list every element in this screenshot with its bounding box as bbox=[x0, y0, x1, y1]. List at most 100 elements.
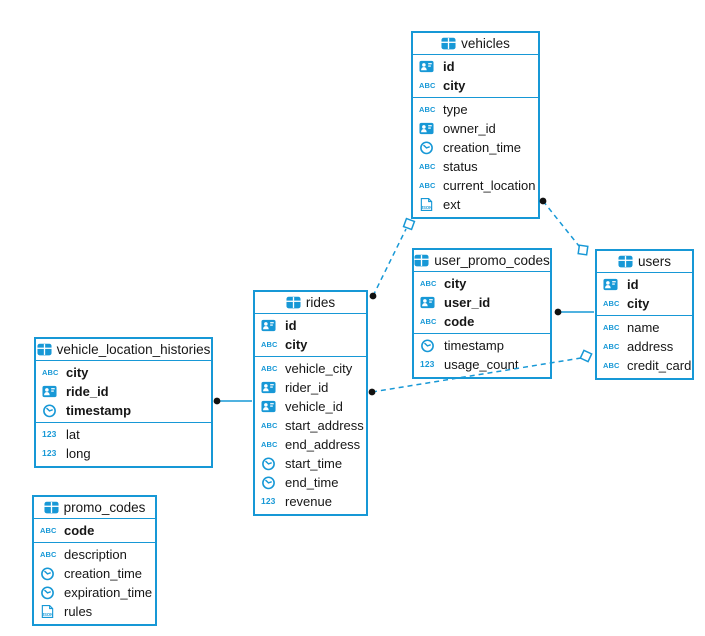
connector-dot-endpoint bbox=[554, 308, 562, 316]
abc-icon: ABC bbox=[419, 180, 436, 190]
field-label: creation_time bbox=[64, 566, 143, 581]
abc-icon: ABC bbox=[420, 316, 437, 326]
field-label: credit_card bbox=[627, 358, 692, 373]
field-row-users-id[interactable]: id bbox=[597, 275, 692, 294]
relationship-rides-vehicles[interactable] bbox=[369, 217, 416, 300]
id-card-icon bbox=[261, 380, 280, 395]
clock-icon bbox=[419, 140, 438, 155]
field-row-vehicles-ext[interactable]: JSON ext bbox=[413, 195, 538, 214]
json-icon: JSON bbox=[40, 604, 59, 619]
field-label: timestamp bbox=[444, 338, 504, 353]
number-123-icon: 123 bbox=[420, 359, 435, 370]
table-title: promo_codes bbox=[63, 500, 146, 515]
primary-key-divider bbox=[597, 315, 692, 316]
primary-key-divider bbox=[255, 356, 366, 357]
field-label: ext bbox=[443, 197, 461, 212]
field-row-vehicle_location_histories-timestamp[interactable]: timestamp bbox=[36, 401, 211, 420]
field-label: status bbox=[443, 159, 478, 174]
field-row-promo_codes-expiration_time[interactable]: expiration_time bbox=[34, 583, 155, 602]
table-header[interactable]: vehicles bbox=[413, 33, 538, 55]
id-card-icon bbox=[261, 399, 280, 414]
abc-icon: ABC bbox=[419, 161, 436, 171]
abc-icon: ABC bbox=[40, 525, 57, 535]
field-label: timestamp bbox=[66, 403, 132, 418]
field-row-rides-start_time[interactable]: start_time bbox=[255, 454, 366, 473]
table-header[interactable]: users bbox=[597, 251, 692, 273]
field-row-user_promo_codes-user_id[interactable]: user_id bbox=[414, 293, 550, 312]
relationship-upc-users[interactable] bbox=[554, 308, 594, 316]
connector-dot-endpoint bbox=[539, 197, 547, 205]
field-row-rides-rider_id[interactable]: rider_id bbox=[255, 378, 366, 397]
field-row-vehicles-owner_id[interactable]: owner_id bbox=[413, 119, 538, 138]
field-row-promo_codes-creation_time[interactable]: creation_time bbox=[34, 564, 155, 583]
relationship-vehicles-users[interactable] bbox=[539, 197, 589, 256]
field-row-user_promo_codes-usage_count[interactable]: 123 usage_count bbox=[414, 355, 550, 374]
connector-open-square-endpoint bbox=[579, 349, 593, 363]
field-row-vehicle_location_histories-ride_id[interactable]: ride_id bbox=[36, 382, 211, 401]
connector-dot-endpoint bbox=[369, 292, 377, 300]
field-row-vehicles-status[interactable]: ABC status bbox=[413, 157, 538, 176]
table-icon bbox=[37, 342, 52, 357]
field-row-rides-id[interactable]: id bbox=[255, 316, 366, 335]
field-label: vehicle_id bbox=[285, 399, 343, 414]
field-row-vehicles-creation_time[interactable]: creation_time bbox=[413, 138, 538, 157]
field-row-rides-vehicle_id[interactable]: vehicle_id bbox=[255, 397, 366, 416]
field-label: city bbox=[443, 78, 466, 93]
connector-dot-endpoint bbox=[213, 397, 221, 405]
field-label: id bbox=[627, 277, 639, 292]
table-header[interactable]: user_promo_codes bbox=[414, 250, 550, 272]
abc-icon: ABC bbox=[261, 420, 278, 430]
abc-icon: ABC bbox=[419, 104, 436, 114]
field-label: end_time bbox=[285, 475, 339, 490]
field-label: vehicle_city bbox=[285, 361, 353, 376]
table-header[interactable]: vehicle_location_histories bbox=[36, 339, 211, 361]
field-row-user_promo_codes-timestamp[interactable]: timestamp bbox=[414, 336, 550, 355]
field-label: usage_count bbox=[444, 357, 519, 372]
number-123-icon: 123 bbox=[261, 496, 276, 507]
field-label: description bbox=[64, 547, 127, 562]
dashed-connector-line bbox=[372, 228, 407, 297]
svg-text:JSON: JSON bbox=[421, 205, 432, 210]
field-label: address bbox=[627, 339, 674, 354]
field-label: city bbox=[444, 276, 467, 291]
id-card-icon bbox=[42, 384, 61, 399]
relationship-vlh-rides[interactable] bbox=[213, 397, 252, 405]
field-label: lat bbox=[66, 427, 80, 442]
abc-icon: ABC bbox=[42, 367, 59, 377]
field-row-vehicles-id[interactable]: id bbox=[413, 57, 538, 76]
table-header[interactable]: rides bbox=[255, 292, 366, 314]
field-row-rides-end_time[interactable]: end_time bbox=[255, 473, 366, 492]
json-icon: JSON bbox=[419, 197, 438, 212]
field-label: creation_time bbox=[443, 140, 522, 155]
primary-key-divider bbox=[413, 97, 538, 98]
table-header[interactable]: promo_codes bbox=[34, 497, 155, 519]
field-label: expiration_time bbox=[64, 585, 153, 600]
